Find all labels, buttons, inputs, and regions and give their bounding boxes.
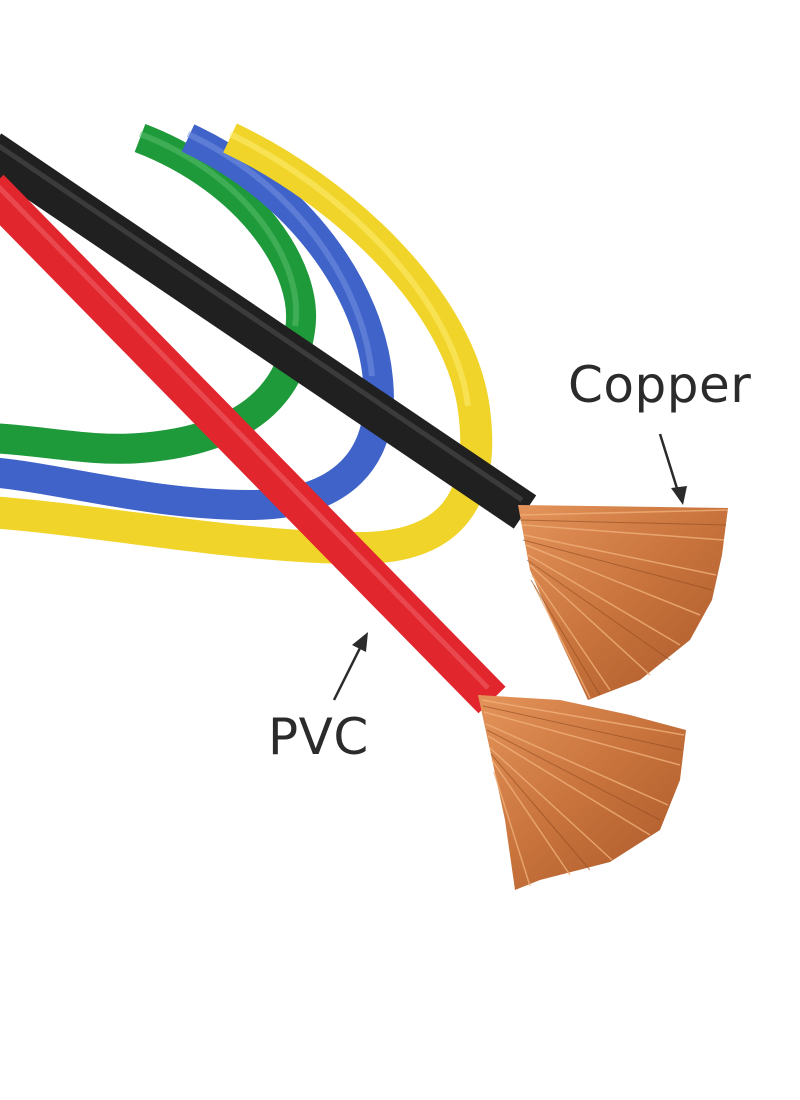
copper-strands-upper: [518, 505, 729, 700]
copper-label: Copper: [568, 356, 752, 414]
copper-arrow: [658, 433, 687, 505]
black-wire: [0, 133, 537, 529]
pvc-label: PVC: [268, 708, 369, 766]
red-wire: [0, 174, 506, 714]
copper-strands-lower: [478, 695, 686, 890]
pvc-arrow: [332, 632, 368, 701]
